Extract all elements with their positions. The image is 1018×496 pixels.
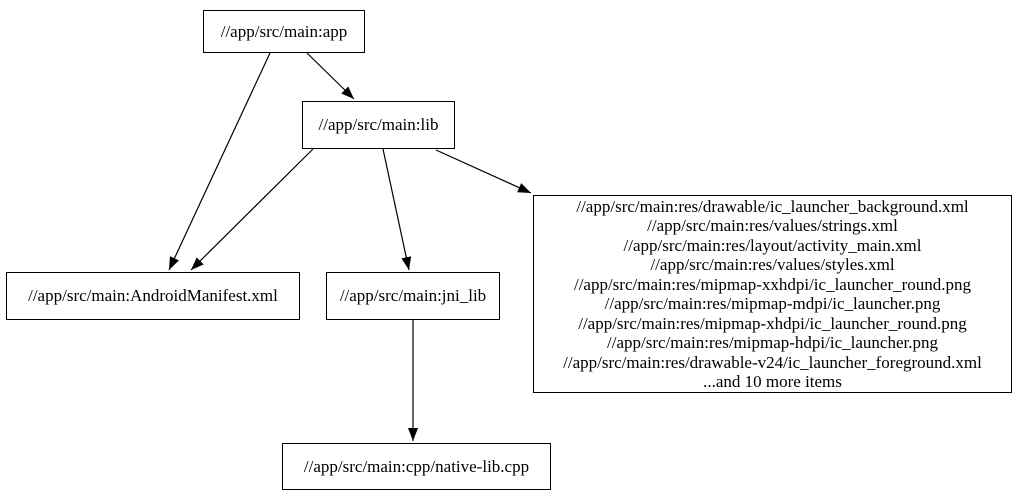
edge-lib-manifest (190, 148, 314, 271)
edge-lib-res (435, 149, 532, 194)
edge-app-manifest (168, 52, 271, 271)
node-res-line: //app/src/main:res/mipmap-xhdpi/ic_launc… (578, 313, 967, 333)
node-res-line: //app/src/main:res/layout/activity_main.… (623, 235, 922, 255)
node-app-label: //app/src/main:app (220, 21, 348, 41)
node-res-line: //app/src/main:res/drawable/ic_launcher_… (576, 196, 969, 216)
node-res-line: //app/src/main:res/drawable-v24/ic_launc… (563, 352, 982, 372)
node-res-line: //app/src/main:res/mipmap-hdpi/ic_launch… (607, 333, 938, 352)
node-lib: //app/src/main:lib (302, 101, 455, 149)
node-res-group: //app/src/main:res/drawable/ic_launcher_… (533, 195, 1012, 393)
edge-lib-jni-lib (382, 148, 412, 271)
edge-app-lib (306, 52, 355, 100)
node-res-line: //app/src/main:res/mipmap-xxhdpi/ic_laun… (573, 274, 972, 294)
node-android-manifest: //app/src/main:AndroidManifest.xml (6, 272, 300, 320)
node-lib-label: //app/src/main:lib (318, 115, 439, 134)
node-jni-lib-label: //app/src/main:jni_lib (339, 286, 487, 305)
node-res-line: //app/src/main:res/values/strings.xml (647, 216, 898, 235)
node-app: //app/src/main:app (203, 10, 365, 53)
node-android-manifest-label: //app/src/main:AndroidManifest.xml (28, 286, 278, 305)
node-res-line: //app/src/main:res/mipmap-mdpi/ic_launch… (604, 294, 941, 313)
node-jni-lib: //app/src/main:jni_lib (326, 272, 500, 320)
node-native-lib-cpp: //app/src/main:cpp/native-lib.cpp (282, 443, 551, 490)
node-native-lib-cpp-label: //app/src/main:cpp/native-lib.cpp (303, 456, 530, 476)
node-res-more-items: ...and 10 more items (703, 372, 842, 391)
node-res-line: //app/src/main:res/values/styles.xml (650, 255, 895, 274)
